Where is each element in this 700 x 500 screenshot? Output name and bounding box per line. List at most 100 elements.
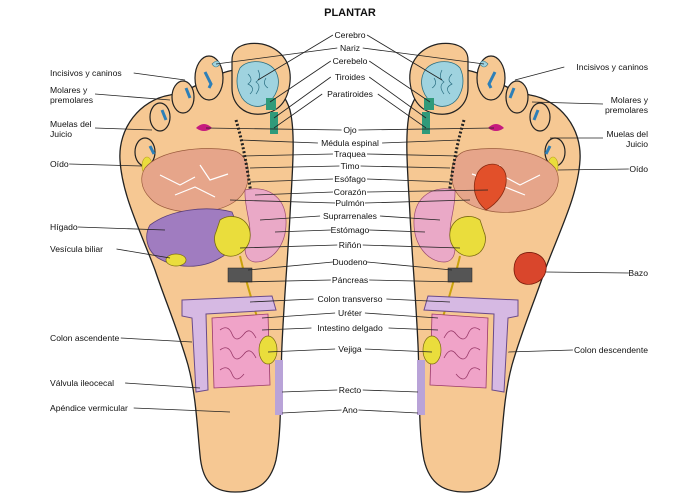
left-foot <box>119 42 294 493</box>
leader-line <box>377 93 427 129</box>
leader-line <box>358 409 419 414</box>
leader-line <box>273 93 323 129</box>
label-recto: Recto <box>339 385 362 395</box>
label-estomago: Estómago <box>331 225 370 235</box>
right-cerebellum <box>424 98 434 110</box>
left-thyroid <box>270 112 278 134</box>
label-intestino-delgado: Intestino delgado <box>317 323 383 333</box>
right-label-oido: Oído <box>629 164 648 174</box>
label-rinon: Riñón <box>339 240 362 250</box>
center-label-group: CerebroNarizCerebeloTiroidesParatiroides… <box>205 30 495 415</box>
left-label-apendice-vermicular: Apéndice vermicular <box>50 403 128 413</box>
leader-line <box>215 47 338 65</box>
label-suprarrenales: Suprarrenales <box>323 211 377 221</box>
leader-line <box>249 298 314 303</box>
left-lung-zone <box>141 148 249 213</box>
leader-line <box>94 127 153 131</box>
label-ano: Ano <box>342 405 358 415</box>
label-ojo: Ojo <box>343 125 357 135</box>
leader-line <box>273 76 332 119</box>
leader-line <box>368 76 427 119</box>
left-label-higado: Hígado <box>50 222 78 232</box>
leader-line <box>367 153 459 157</box>
diagram-title: PLANTAR <box>324 7 376 19</box>
leader-line <box>362 244 461 249</box>
left-label-valvula-ileocecal: Válvula ileocecal <box>50 378 114 388</box>
right-bladder-zone <box>422 335 442 365</box>
leader-line <box>379 215 441 221</box>
right-toe-4 <box>529 102 551 132</box>
label-paratiroides: Paratiroides <box>327 89 373 99</box>
label-colon-transverso: Colon transverso <box>318 294 383 304</box>
leader-line <box>364 199 471 204</box>
leader-line <box>120 337 193 343</box>
leader-line <box>267 348 336 353</box>
right-kidney-zone <box>449 216 486 257</box>
label-pancreas: Páncreas <box>332 275 368 285</box>
leader-line <box>367 261 453 271</box>
left-kidney-zone <box>214 216 251 257</box>
leader-line <box>369 279 461 283</box>
right-thyroid <box>422 112 430 134</box>
leader-line <box>507 349 573 353</box>
left-bladder-zone <box>258 335 278 365</box>
left-toe-3 <box>171 80 195 114</box>
leader-line <box>269 60 332 103</box>
leader-line <box>274 229 331 233</box>
right-label-bazo: Bazo <box>628 268 648 278</box>
right-stomach-zone <box>413 188 456 263</box>
right-toe-3 <box>505 80 529 114</box>
leader-line <box>388 327 439 331</box>
label-corazon: Corazón <box>334 187 367 197</box>
leader-line <box>239 279 331 283</box>
label-esofago: Esófago <box>334 174 366 184</box>
leader-line <box>249 165 340 169</box>
leader-line <box>241 153 333 157</box>
leader-line <box>545 271 629 274</box>
leader-line <box>514 66 565 81</box>
left-label-vesicula-biliar: Vesícula biliar <box>50 244 103 254</box>
label-cerebelo: Cerebelo <box>333 56 368 66</box>
leader-line <box>116 248 171 259</box>
right-label-incisivos-y-caninos: Incisivos y caninos <box>576 62 648 72</box>
right-label-colon-descendente: Colon descendente <box>574 345 648 355</box>
leader-line <box>229 199 336 204</box>
leader-line <box>364 348 433 353</box>
leader-line <box>77 226 166 231</box>
right-eye-zone <box>488 124 504 131</box>
left-label-incisivos-y-caninos: Incisivos y caninos <box>50 68 122 78</box>
leader-line <box>366 34 443 81</box>
left-eye-zone <box>196 124 212 131</box>
left-foot-sole <box>119 69 294 493</box>
left-cerebellum <box>266 98 276 110</box>
leader-line <box>239 139 318 144</box>
leader-line <box>362 47 485 65</box>
leader-line <box>531 101 604 105</box>
left-toe-4 <box>149 102 171 132</box>
leader-line <box>69 163 143 167</box>
leader-line <box>367 178 451 183</box>
left-liver-zone <box>146 208 237 267</box>
leader-line <box>386 298 451 303</box>
leader-line <box>367 189 489 193</box>
leader-line <box>261 327 312 331</box>
left-stomach-zone <box>244 188 287 263</box>
label-duodeno: Duodeno <box>333 257 368 267</box>
leader-line <box>364 312 439 319</box>
leader-line <box>257 34 334 81</box>
leader-line <box>261 312 336 319</box>
left-gallbladder-zone <box>165 253 187 267</box>
right-foot <box>406 42 581 493</box>
label-ureter: Uréter <box>338 308 362 318</box>
leader-line <box>382 139 461 144</box>
leader-line <box>360 165 451 169</box>
label-traquea: Traquea <box>334 149 366 159</box>
label-cerebro: Cerebro <box>334 30 365 40</box>
